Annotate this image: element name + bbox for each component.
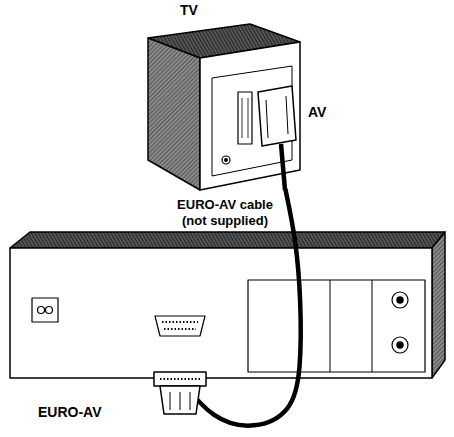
vcr-drawing	[10, 232, 445, 378]
device-label: AV	[308, 104, 326, 121]
cable-label: EURO-AV cable (not supplied)	[166, 196, 284, 231]
tv-plug	[258, 86, 296, 190]
device-node: EURO-AV	[10, 232, 445, 378]
device-label: EURO-AV	[38, 404, 102, 421]
device-node: TVAV	[148, 24, 300, 190]
device-label: TV	[180, 2, 198, 19]
tv-drawing	[148, 24, 300, 190]
vcr-plug	[154, 372, 206, 414]
